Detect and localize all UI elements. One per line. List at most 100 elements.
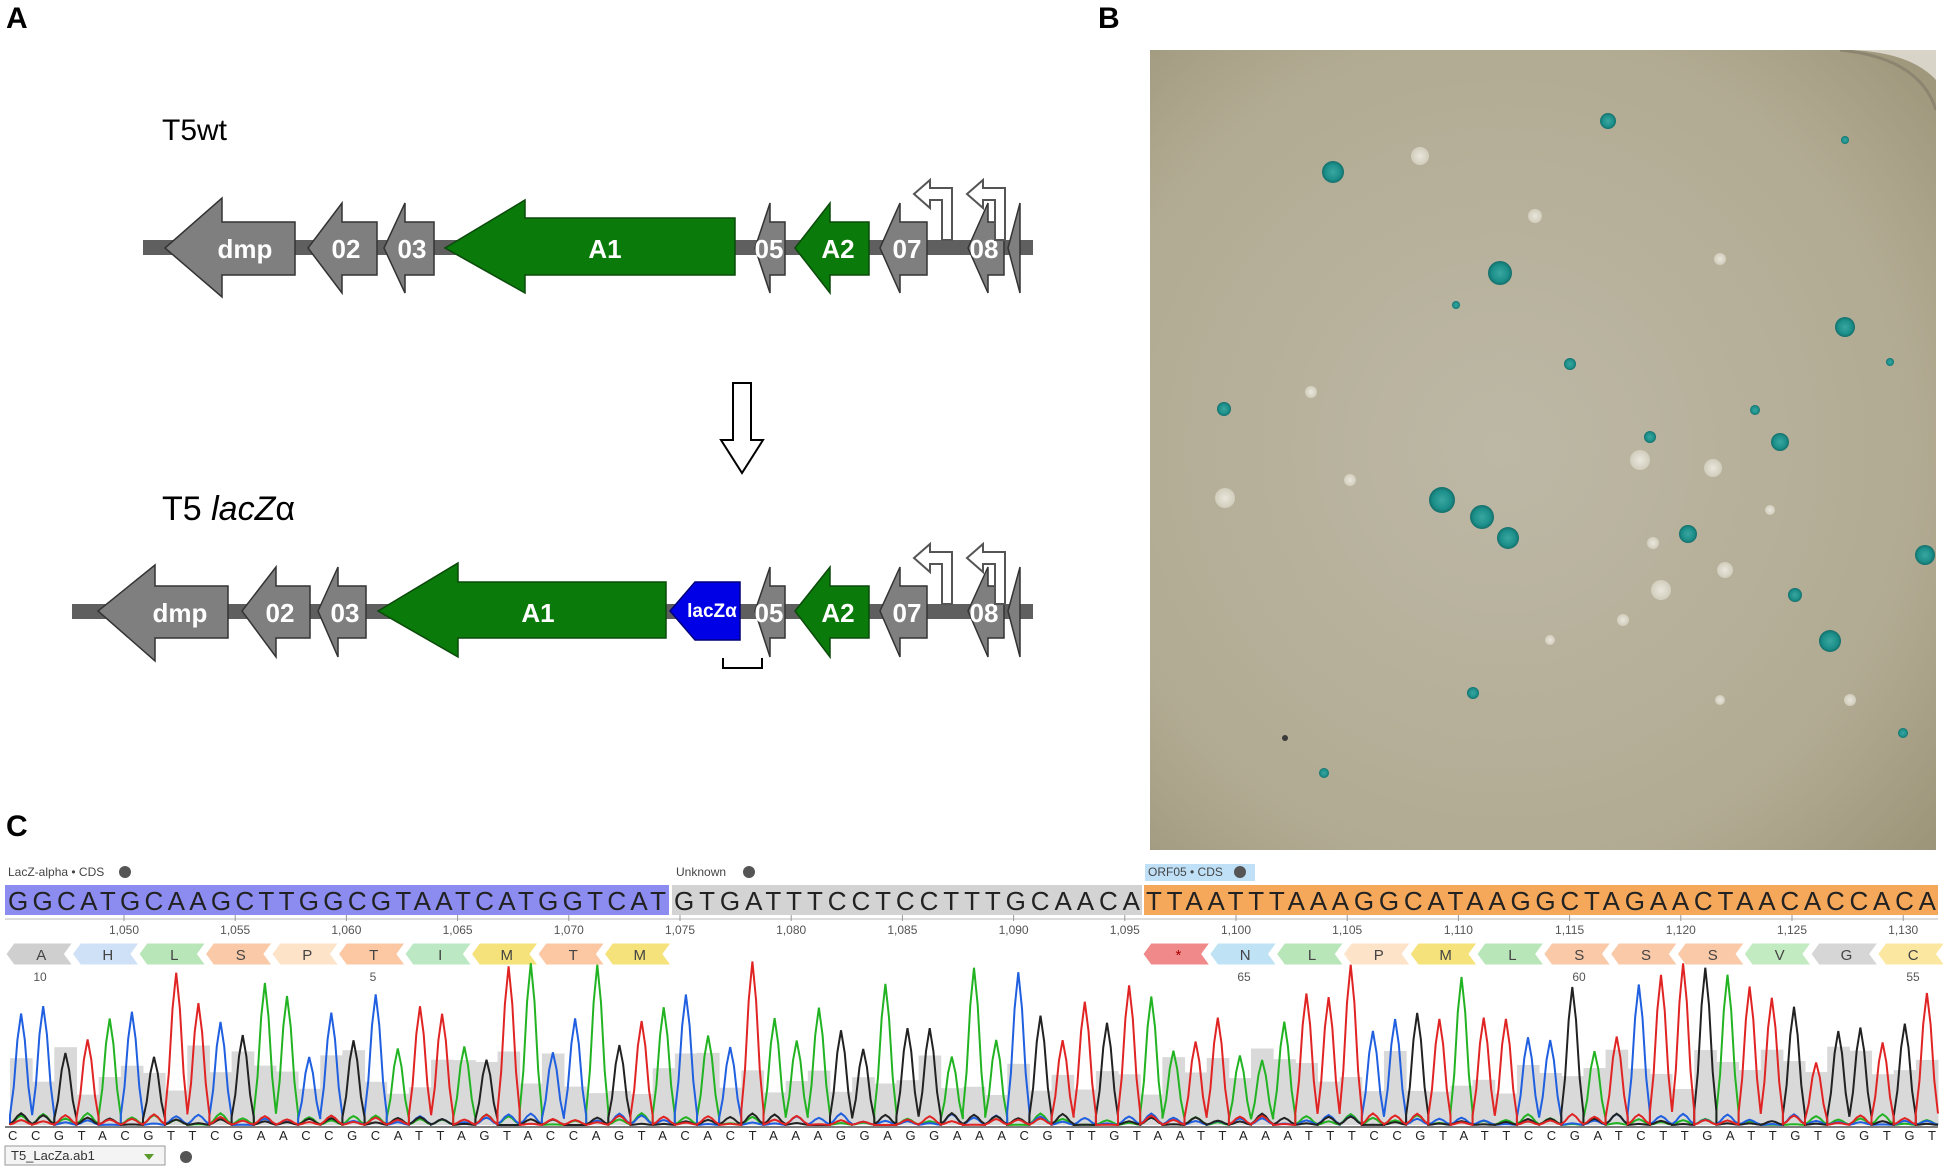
clear-plaque [1215,488,1235,508]
ruler-label: 1,085 [887,923,917,937]
ruler-label: 1,120 [1666,923,1696,937]
sequence-segment-3: TTAATTTAAAGGCATAAGGCTAGAACTAACACCACA [1146,886,1937,916]
quality-bar [785,1081,809,1125]
clear-plaque [1545,635,1555,645]
wt-gene-label-07: 07 [893,234,922,264]
quality-bar [1627,1068,1651,1125]
quality-bar [1915,1059,1939,1125]
blue-plaque [1915,545,1935,565]
wt-gene-label-02: 02 [332,234,361,264]
ruler-label: 1,110 [1444,923,1473,937]
unknown-nav-icon[interactable] [743,866,755,878]
quality-bar [541,1053,565,1125]
plate-speck [1282,735,1288,741]
blue-plaque [1644,431,1656,443]
quality-bar [1672,1088,1695,1125]
amino-acid-cell [603,942,672,966]
plate-rim-edge [1839,50,1936,111]
quality-bar [1738,1070,1762,1125]
mut-gene-a2 [794,564,870,660]
clear-plaque [1344,474,1356,486]
mut-gene-02 [241,564,311,660]
quality-bar [874,1083,897,1125]
blue-plaque [1771,433,1789,451]
quality-bar [1295,1063,1318,1125]
lacz-nav-icon[interactable] [119,866,131,878]
file-selector[interactable] [4,1145,166,1166]
amino-acid-letter: G [1841,947,1853,964]
quality-bar [165,1090,188,1125]
annotation-label-orf05: ORF05 • CDS [1148,865,1223,879]
panel-a-gene-maps: T5wt dmp 02 03 A1 05 A2 07 08 T5 lacZα d… [72,114,1033,669]
mut-gene-label-dmp: dmp [153,598,208,628]
ruler-label: 1,105 [1332,923,1362,937]
quality-bar [120,1065,144,1125]
quality-bar [985,1094,1008,1125]
amino-acid-cell [1275,942,1345,966]
amino-acid-letter: M [1439,947,1452,964]
clear-plaque [1411,147,1429,165]
amino-acid-letter: T [569,947,578,964]
down-arrow [719,382,765,475]
quality-bar [1162,1057,1186,1125]
amino-acid-cell [271,942,340,966]
wt-gene-label-dmp: dmp [218,234,273,264]
mut-gene-05 [754,566,786,658]
amino-acid-letter: A [36,947,46,964]
clear-plaque [1715,695,1725,705]
amino-acid-cell [204,942,273,966]
amino-acid-cell [537,942,606,966]
file-nav-icon[interactable] [180,1151,192,1163]
wt-gene-label-a1: A1 [588,234,621,264]
ruler-label: 1,095 [1110,923,1140,937]
ruler-label: 1,090 [999,923,1029,937]
mut-gene-label-05: 05 [755,598,784,628]
quality-bar [475,1061,499,1125]
blue-plaque [1497,527,1519,549]
amino-acid-cell [71,942,140,966]
wt-gene-a1 [443,198,736,295]
mut-title: T5 lacZα [162,490,295,528]
blue-plaque [1564,358,1576,370]
amino-acid-letter: I [438,947,442,964]
amino-acid-letter: V [1775,947,1785,964]
quality-bar [962,1086,986,1125]
amino-acid-letter: S [1574,947,1584,964]
quality-bar [1472,1079,1496,1125]
wt-gene-label-a2: A2 [821,234,854,264]
amino-acid-cell [337,942,406,966]
quality-bar [342,1050,366,1125]
clear-plaque [1844,694,1856,706]
amino-acid-letter: M [634,947,647,964]
quality-bar [1095,1071,1119,1125]
quality-bar [1339,1077,1363,1125]
clear-plaque [1765,505,1775,515]
quality-bar [1494,1093,1518,1125]
sequencing-bracket [722,658,763,669]
orf05-nav-icon[interactable] [1234,866,1246,878]
quality-bar [608,1090,632,1125]
amino-acid-letter: S [1641,947,1651,964]
ruler-label: 1,080 [776,923,806,937]
mut-gene-08-tail [1007,566,1021,658]
amino-acid-letter: C [1908,947,1919,964]
amino-acid-letter: N [1240,947,1251,964]
wt-gene-label-08: 08 [970,234,999,264]
amino-acid-letter: L [170,947,178,964]
quality-bar [564,1086,587,1125]
amino-acid-cell [1676,942,1746,966]
wt-gene-05 [754,202,786,294]
amino-acid-letter: M [501,947,514,964]
quality-bar [98,1077,122,1125]
wt-gene-label-03: 03 [398,234,427,264]
mut-gene-label-03: 03 [331,598,360,628]
quality-bar [1317,1081,1341,1125]
amino-acid-cell [1209,942,1278,966]
dropdown-icon[interactable] [144,1154,154,1160]
sequence-segment-2: GTGATTTCCTCCTTTGCAACA [674,886,1141,916]
blue-plaque [1467,687,1479,699]
mut-gene-label-lacz: lacZα [687,601,737,622]
file-selector-label: T5_LacZa.ab1 [11,1148,95,1163]
plate-background [1150,50,1936,850]
